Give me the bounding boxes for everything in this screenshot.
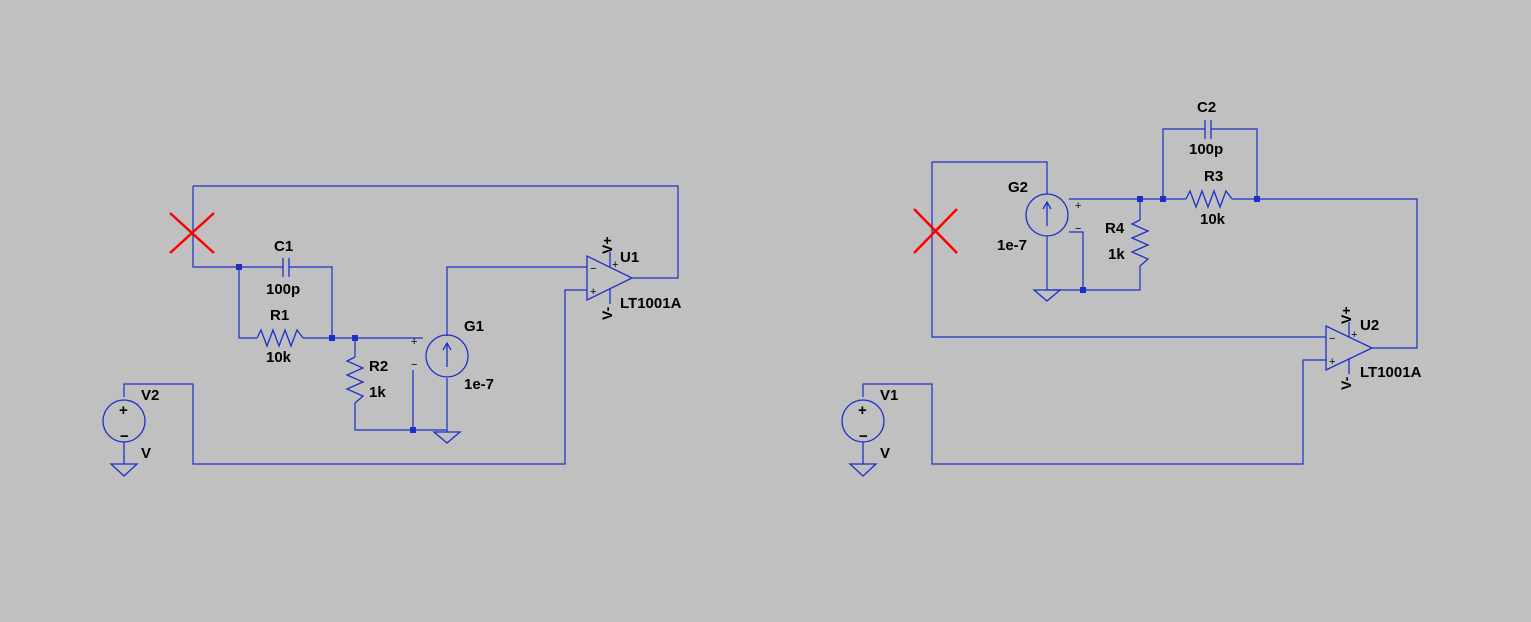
g1-ref: G1 (464, 318, 484, 335)
v1-minus-mark: − (859, 428, 868, 445)
junction (1080, 287, 1086, 293)
junction (1137, 196, 1143, 202)
c1-ref: C1 (274, 238, 293, 255)
resistor-r2[interactable]: R2 1k (345, 356, 388, 404)
u1-model: LT1001A (620, 295, 682, 312)
u2-minus-input: − (1329, 333, 1335, 345)
right-wires[interactable] (862, 128, 1418, 465)
u1-ref: U1 (620, 249, 639, 266)
g1-plus-pin: + (411, 336, 417, 348)
ground-symbol (432, 431, 462, 444)
c1-value: 100p (266, 281, 300, 298)
r2-ref: R2 (369, 358, 388, 375)
g2-ref: G2 (1008, 179, 1028, 196)
junction (236, 264, 242, 270)
junction (1160, 196, 1166, 202)
junction (352, 335, 358, 341)
r3-value: 10k (1200, 211, 1226, 228)
v2-value: V (141, 445, 151, 462)
r1-ref: R1 (270, 307, 289, 324)
u1-vplus-label: V+ (599, 236, 615, 254)
ground-symbol (1032, 289, 1062, 302)
capacitor-c2[interactable]: C2 100p (1189, 99, 1223, 158)
opamp-u1[interactable]: − + + V+ V- U1 LT1001A (586, 236, 682, 320)
voltage-source-v1[interactable]: + − V1 V (841, 387, 898, 477)
r2-value: 1k (369, 384, 386, 401)
g2-minus-pin: − (1075, 223, 1081, 235)
u1-vplus-pin-mark: + (612, 259, 618, 271)
u2-vplus-label: V+ (1338, 306, 1354, 324)
u2-ref: U2 (1360, 317, 1379, 334)
left-wires[interactable] (123, 185, 679, 465)
junction (329, 335, 335, 341)
junction (1254, 196, 1260, 202)
c2-value: 100p (1189, 141, 1223, 158)
opamp-u2[interactable]: − + + V+ V- U2 LT1001A (1325, 306, 1422, 390)
resistor-r4[interactable]: R4 1k (1105, 219, 1150, 267)
v2-minus-mark: − (120, 428, 129, 445)
probe-x-marker[interactable] (913, 208, 958, 254)
g1-minus-pin: − (411, 359, 417, 371)
v2-ref: V2 (141, 387, 159, 404)
c2-ref: C2 (1197, 99, 1216, 116)
resistor-r1[interactable]: R1 10k (256, 307, 304, 366)
resistor-r3[interactable]: R3 10k (1185, 168, 1233, 228)
probe-x-marker[interactable] (169, 212, 215, 254)
r4-value: 1k (1108, 246, 1125, 263)
v1-plus-mark: + (858, 402, 867, 419)
g2-plus-pin: + (1075, 200, 1081, 212)
g2-value: 1e-7 (997, 237, 1027, 254)
u1-plus-input: + (590, 286, 596, 298)
current-source-g2[interactable]: + − G2 1e-7 (997, 179, 1081, 254)
v2-plus-mark: + (119, 402, 128, 419)
u2-vminus-label: V- (1338, 376, 1354, 390)
current-source-g1[interactable]: + − G1 1e-7 (411, 318, 494, 393)
capacitor-c1[interactable]: C1 100p (266, 238, 300, 298)
u2-vplus-pin-mark: + (1351, 329, 1357, 341)
u2-model: LT1001A (1360, 364, 1422, 381)
right-circuit: + − G2 1e-7 R4 1k C2 100p R3 10k (841, 99, 1422, 477)
voltage-source-v2[interactable]: + − V2 V (102, 387, 159, 477)
g1-value: 1e-7 (464, 376, 494, 393)
r3-ref: R3 (1204, 168, 1223, 185)
u1-vminus-label: V- (599, 306, 615, 320)
r4-ref: R4 (1105, 220, 1125, 237)
junction (410, 427, 416, 433)
u1-minus-input: − (590, 263, 596, 275)
r1-value: 10k (266, 349, 292, 366)
v1-ref: V1 (880, 387, 898, 404)
v1-value: V (880, 445, 890, 462)
left-circuit: C1 100p R1 10k R2 1k + − G1 1e-7 (102, 185, 682, 477)
u2-plus-input: + (1329, 356, 1335, 368)
